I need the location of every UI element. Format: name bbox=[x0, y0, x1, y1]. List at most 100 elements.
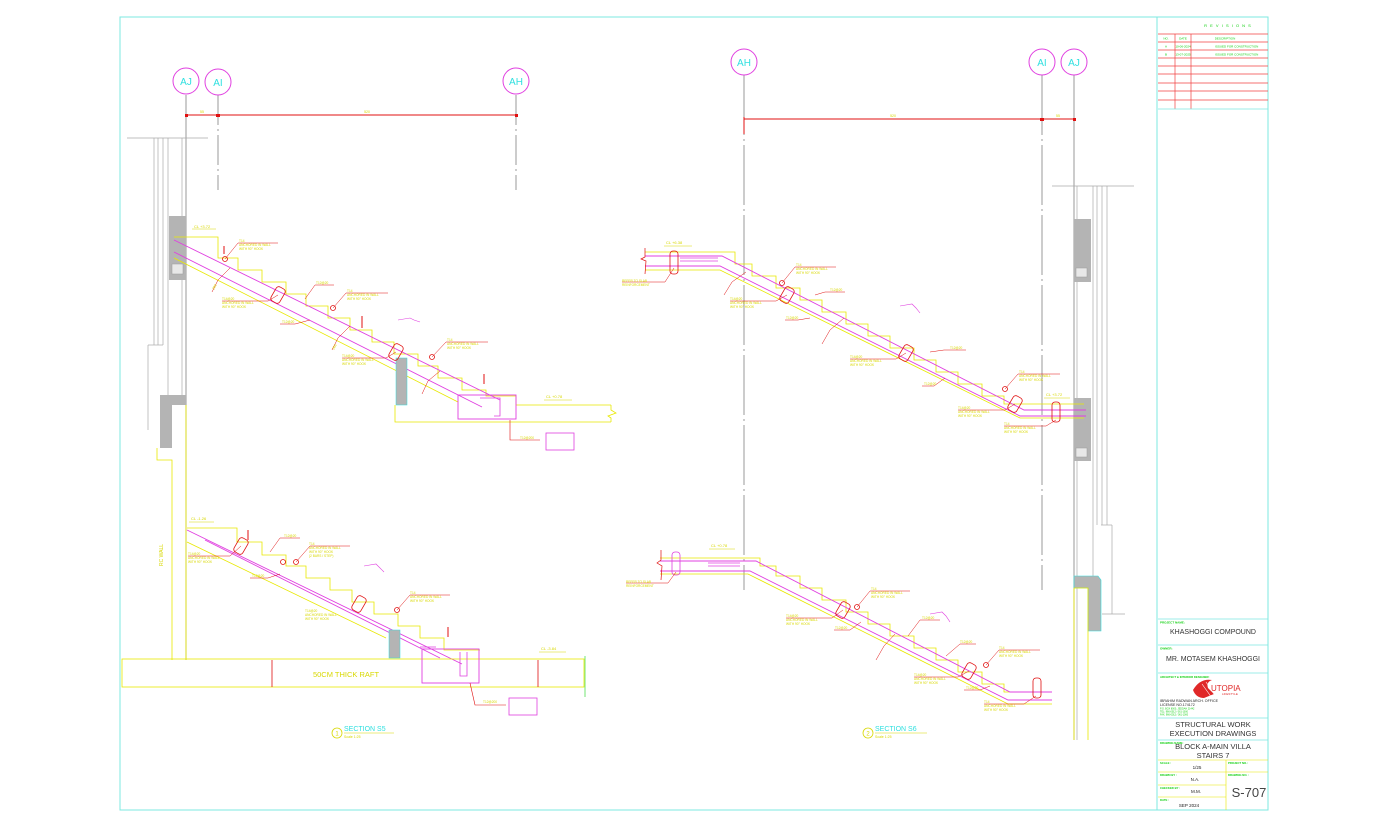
svg-text:WITH 90° HOOK: WITH 90° HOOK bbox=[447, 346, 472, 350]
svg-text:WITH 90° HOOK: WITH 90° HOOK bbox=[1019, 378, 1044, 382]
svg-text:T12@20: T12@20 bbox=[252, 574, 265, 578]
raft-label: 50CM THICK RAFT bbox=[313, 670, 380, 679]
checked-by-label: CHECKED BY : bbox=[1160, 786, 1180, 790]
revision-row-description: ISSUED FOR CONSTRUCTION bbox=[1215, 53, 1258, 57]
upper-flight-s6 bbox=[622, 248, 1086, 427]
logo-brand: UTOPIA bbox=[1211, 684, 1241, 693]
level-label: CL +0.78 bbox=[711, 543, 728, 548]
dimension-label: 520 bbox=[364, 110, 370, 114]
svg-text:ANCHORED IN WALL: ANCHORED IN WALL bbox=[796, 267, 828, 271]
footing-beam bbox=[457, 394, 517, 420]
logo-sub: LIFESTYLE bbox=[1222, 692, 1238, 696]
grid-bubble-label: AJ bbox=[1068, 58, 1080, 69]
project-no-label: PROJECT NO.: bbox=[1228, 761, 1248, 765]
svg-text:T14@20: T14@20 bbox=[958, 406, 971, 410]
revision-row-no: B bbox=[1165, 53, 1167, 57]
svg-text:T12@20: T12@20 bbox=[786, 316, 799, 320]
wall-opening-icon bbox=[1075, 447, 1088, 458]
svg-text:WITH 90° HOOK: WITH 90° HOOK bbox=[347, 297, 372, 301]
svg-text:(2 BARS / STEP): (2 BARS / STEP) bbox=[309, 554, 333, 558]
grid-bubble-ah bbox=[730, 48, 758, 76]
svg-text:T14: T14 bbox=[1019, 370, 1025, 374]
svg-text:ANCHORED IN WALL: ANCHORED IN WALL bbox=[1004, 426, 1036, 430]
revisions-header-date: DATE bbox=[1179, 37, 1187, 41]
owner-label: OWNER: bbox=[1160, 647, 1173, 651]
revisions-table: R E V I S I O N S NO. DATE DESCRIPTION A… bbox=[1158, 23, 1268, 110]
svg-text:REFER TO SLAB: REFER TO SLAB bbox=[626, 580, 651, 584]
svg-text:ANCHORED IN WALL: ANCHORED IN WALL bbox=[1019, 374, 1051, 378]
checked-by-value: M.M. bbox=[1191, 789, 1201, 794]
upper-flight-s5 bbox=[173, 236, 617, 451]
raft-slab bbox=[121, 658, 585, 688]
title-block: PROJECT NAME: KHASHOGGI COMPOUND OWNER: … bbox=[1158, 618, 1268, 810]
dimension-label: 55 bbox=[200, 110, 204, 114]
grid-bubble-aj bbox=[172, 67, 200, 95]
svg-text:T12@20: T12@20 bbox=[966, 686, 979, 690]
level-label: CL +3.72 bbox=[194, 224, 211, 229]
section-title: SECTION S5 bbox=[344, 726, 386, 733]
drawing-type: STRUCTURAL WORK bbox=[1175, 720, 1251, 729]
svg-text:ANCHORED IN WALL: ANCHORED IN WALL bbox=[305, 613, 337, 617]
dimension-label: 520 bbox=[890, 114, 896, 118]
svg-text:ANCHORED IN WALL: ANCHORED IN WALL bbox=[786, 618, 818, 622]
svg-text:WITH 90° HOOK: WITH 90° HOOK bbox=[796, 271, 821, 275]
wall-section-fill bbox=[1074, 398, 1091, 461]
svg-text:T12@20: T12@20 bbox=[830, 288, 843, 292]
svg-text:WITH 90° HOOK: WITH 90° HOOK bbox=[1004, 430, 1029, 434]
architect-label: ARCHITECT & INTERIOR DESIGNER: bbox=[1160, 675, 1209, 679]
project-label: PROJECT NAME: bbox=[1160, 621, 1185, 625]
section-s6-drawing: AH AI AJ 520 55 bbox=[622, 48, 1134, 740]
level-label: CL +3.72 bbox=[1046, 392, 1063, 397]
svg-text:WITH 90° HOOK: WITH 90° HOOK bbox=[222, 305, 247, 309]
svg-text:ANCHORED IN WALL: ANCHORED IN WALL bbox=[999, 650, 1031, 654]
svg-text:T14: T14 bbox=[309, 542, 315, 546]
svg-text:ANCHORED IN WALL: ANCHORED IN WALL bbox=[447, 342, 479, 346]
rebar-detail-box bbox=[508, 697, 538, 716]
svg-text:T12@20: T12@20 bbox=[922, 616, 935, 620]
revision-row-no: A bbox=[1165, 45, 1167, 49]
svg-text:T14: T14 bbox=[984, 700, 990, 704]
svg-text:ANCHORED IN WALL: ANCHORED IN WALL bbox=[850, 359, 882, 363]
svg-text:T12@20: T12@20 bbox=[924, 382, 937, 386]
drawn-by-value: N.A. bbox=[1191, 777, 1200, 782]
date-value: SEP 2024 bbox=[1179, 803, 1200, 808]
wall-opening-icon bbox=[1075, 267, 1088, 278]
svg-text:T14: T14 bbox=[347, 289, 353, 293]
slab-section-fill bbox=[160, 395, 186, 448]
svg-text:T14@20: T14@20 bbox=[305, 609, 318, 613]
svg-text:WITH 90° HOOK: WITH 90° HOOK bbox=[188, 560, 213, 564]
svg-text:WITH 90° HOOK: WITH 90° HOOK bbox=[984, 708, 1009, 712]
utopia-logo: UTOPIA LIFESTYLE bbox=[1193, 679, 1241, 699]
drawn-by-label: DRAWN BY : bbox=[1160, 773, 1177, 777]
section-number-bubble bbox=[331, 727, 343, 739]
svg-text:WITH 90° HOOK: WITH 90° HOOK bbox=[410, 599, 435, 603]
svg-text:ANCHORED IN WALL: ANCHORED IN WALL bbox=[239, 243, 271, 247]
grid-bubble-label: AJ bbox=[180, 77, 192, 88]
grid-bubble-ai bbox=[1028, 48, 1056, 76]
scale-value: 1/25 bbox=[1193, 765, 1202, 770]
level-label: CL +6.38 bbox=[666, 240, 683, 245]
svg-text:WITH 90° HOOK: WITH 90° HOOK bbox=[786, 622, 811, 626]
svg-text:ANCHORED IN WALL: ANCHORED IN WALL bbox=[188, 556, 220, 560]
dimension-tick bbox=[515, 114, 518, 117]
svg-text:REFER TO SLAB: REFER TO SLAB bbox=[622, 279, 647, 283]
revision-row-date: 13-07-2025 bbox=[1175, 53, 1191, 57]
svg-text:T14: T14 bbox=[447, 338, 453, 342]
svg-text:T14: T14 bbox=[1004, 422, 1010, 426]
svg-text:T14@20: T14@20 bbox=[222, 297, 235, 301]
svg-text:T14@20: T14@20 bbox=[342, 354, 355, 358]
svg-text:T14@20: T14@20 bbox=[786, 614, 799, 618]
rc-wall-label: RC WALL bbox=[159, 544, 165, 566]
grid-bubble-label: AH bbox=[509, 77, 523, 88]
dimension-tick bbox=[1073, 118, 1076, 121]
scale-label: SCALE : bbox=[1160, 761, 1171, 765]
svg-text:T14: T14 bbox=[239, 239, 245, 243]
contact-line: FAX: 966-0012 / 061-1000 bbox=[1160, 714, 1189, 717]
drawing-name-label: DRAWING NAME: bbox=[1160, 741, 1184, 745]
section-scale: Scale 1:25 bbox=[344, 735, 361, 739]
svg-text:T12@20: T12@20 bbox=[835, 626, 848, 630]
drawing-no-label: DRAWING NO. : bbox=[1228, 773, 1249, 777]
svg-text:WITH 90° HOOK: WITH 90° HOOK bbox=[239, 247, 264, 251]
